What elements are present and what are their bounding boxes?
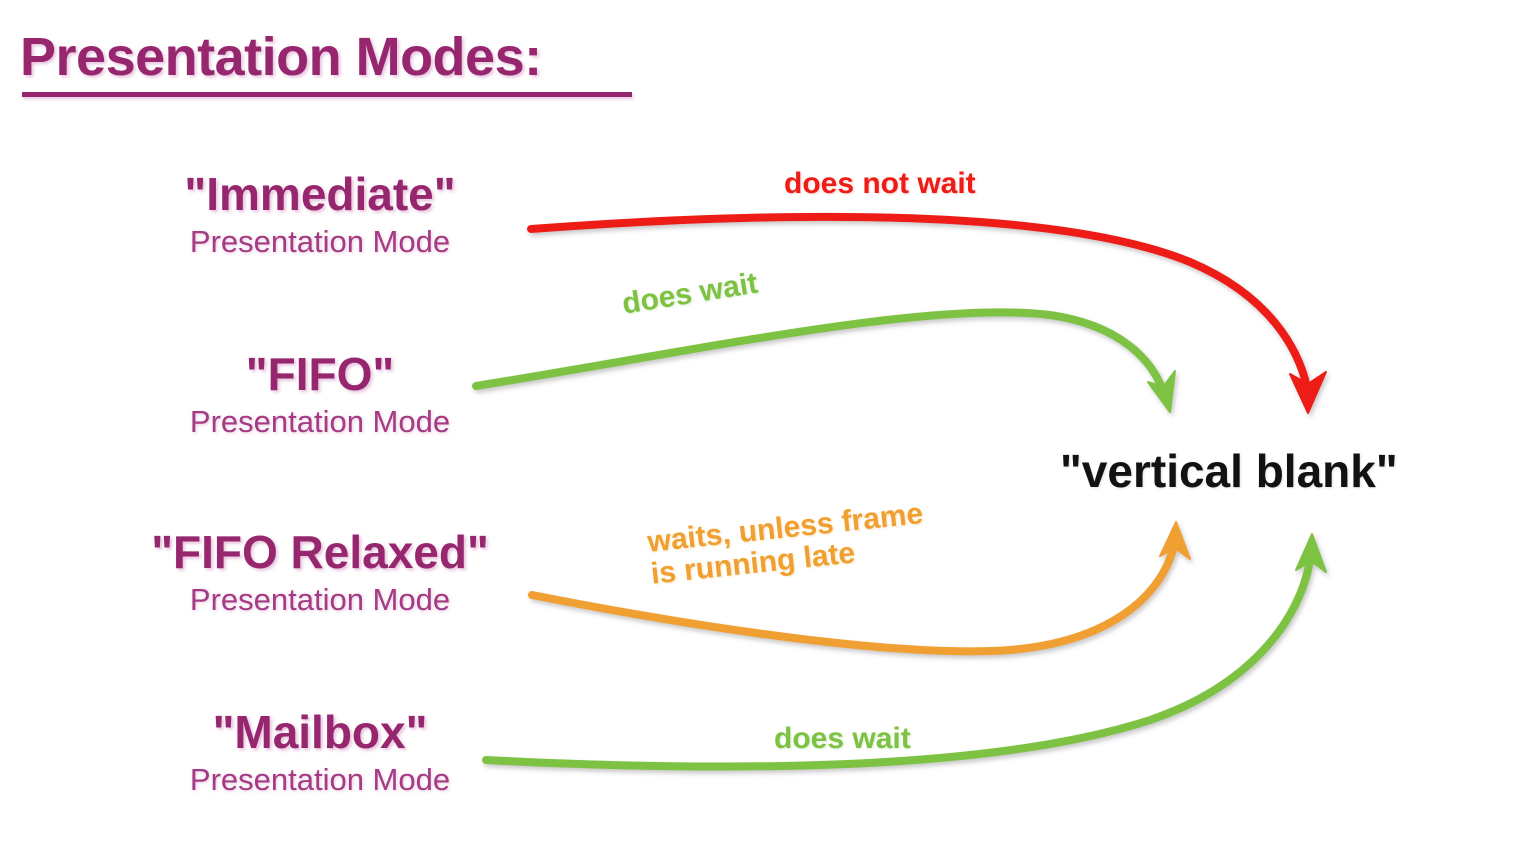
mode-name-immediate: "Immediate"	[184, 168, 456, 220]
mode-block-fifo: "FIFO" Presentation Mode	[0, 350, 640, 440]
edge-label-does-wait-mailbox: does wait	[774, 722, 911, 755]
edge-label-waits-unless-frame-is-running-late: waits, unless frame is running late	[646, 497, 928, 591]
page-title: Presentation Modes:	[20, 27, 542, 87]
mode-name-fifo-relaxed: "FIFO Relaxed"	[151, 526, 489, 578]
edge-label-does-wait-fifo: does wait	[619, 266, 761, 321]
mode-block-mailbox: "Mailbox" Presentation Mode	[0, 708, 640, 798]
mode-subtitle-mailbox: Presentation Mode	[189, 762, 451, 798]
mode-block-fifo-relaxed: "FIFO Relaxed" Presentation Mode	[0, 528, 640, 618]
target-node-vertical-blank: "vertical blank"	[1060, 445, 1398, 497]
title-underline	[22, 92, 632, 97]
mode-subtitle-fifo-relaxed: Presentation Mode	[189, 582, 451, 618]
mode-name-mailbox: "Mailbox"	[212, 706, 428, 758]
mode-block-immediate: "Immediate" Presentation Mode	[0, 170, 640, 260]
edge-label-does-not-wait: does not wait	[784, 167, 976, 200]
mode-name-fifo: "FIFO"	[245, 348, 395, 400]
mode-subtitle-immediate: Presentation Mode	[189, 224, 451, 260]
mode-subtitle-fifo: Presentation Mode	[189, 404, 451, 440]
